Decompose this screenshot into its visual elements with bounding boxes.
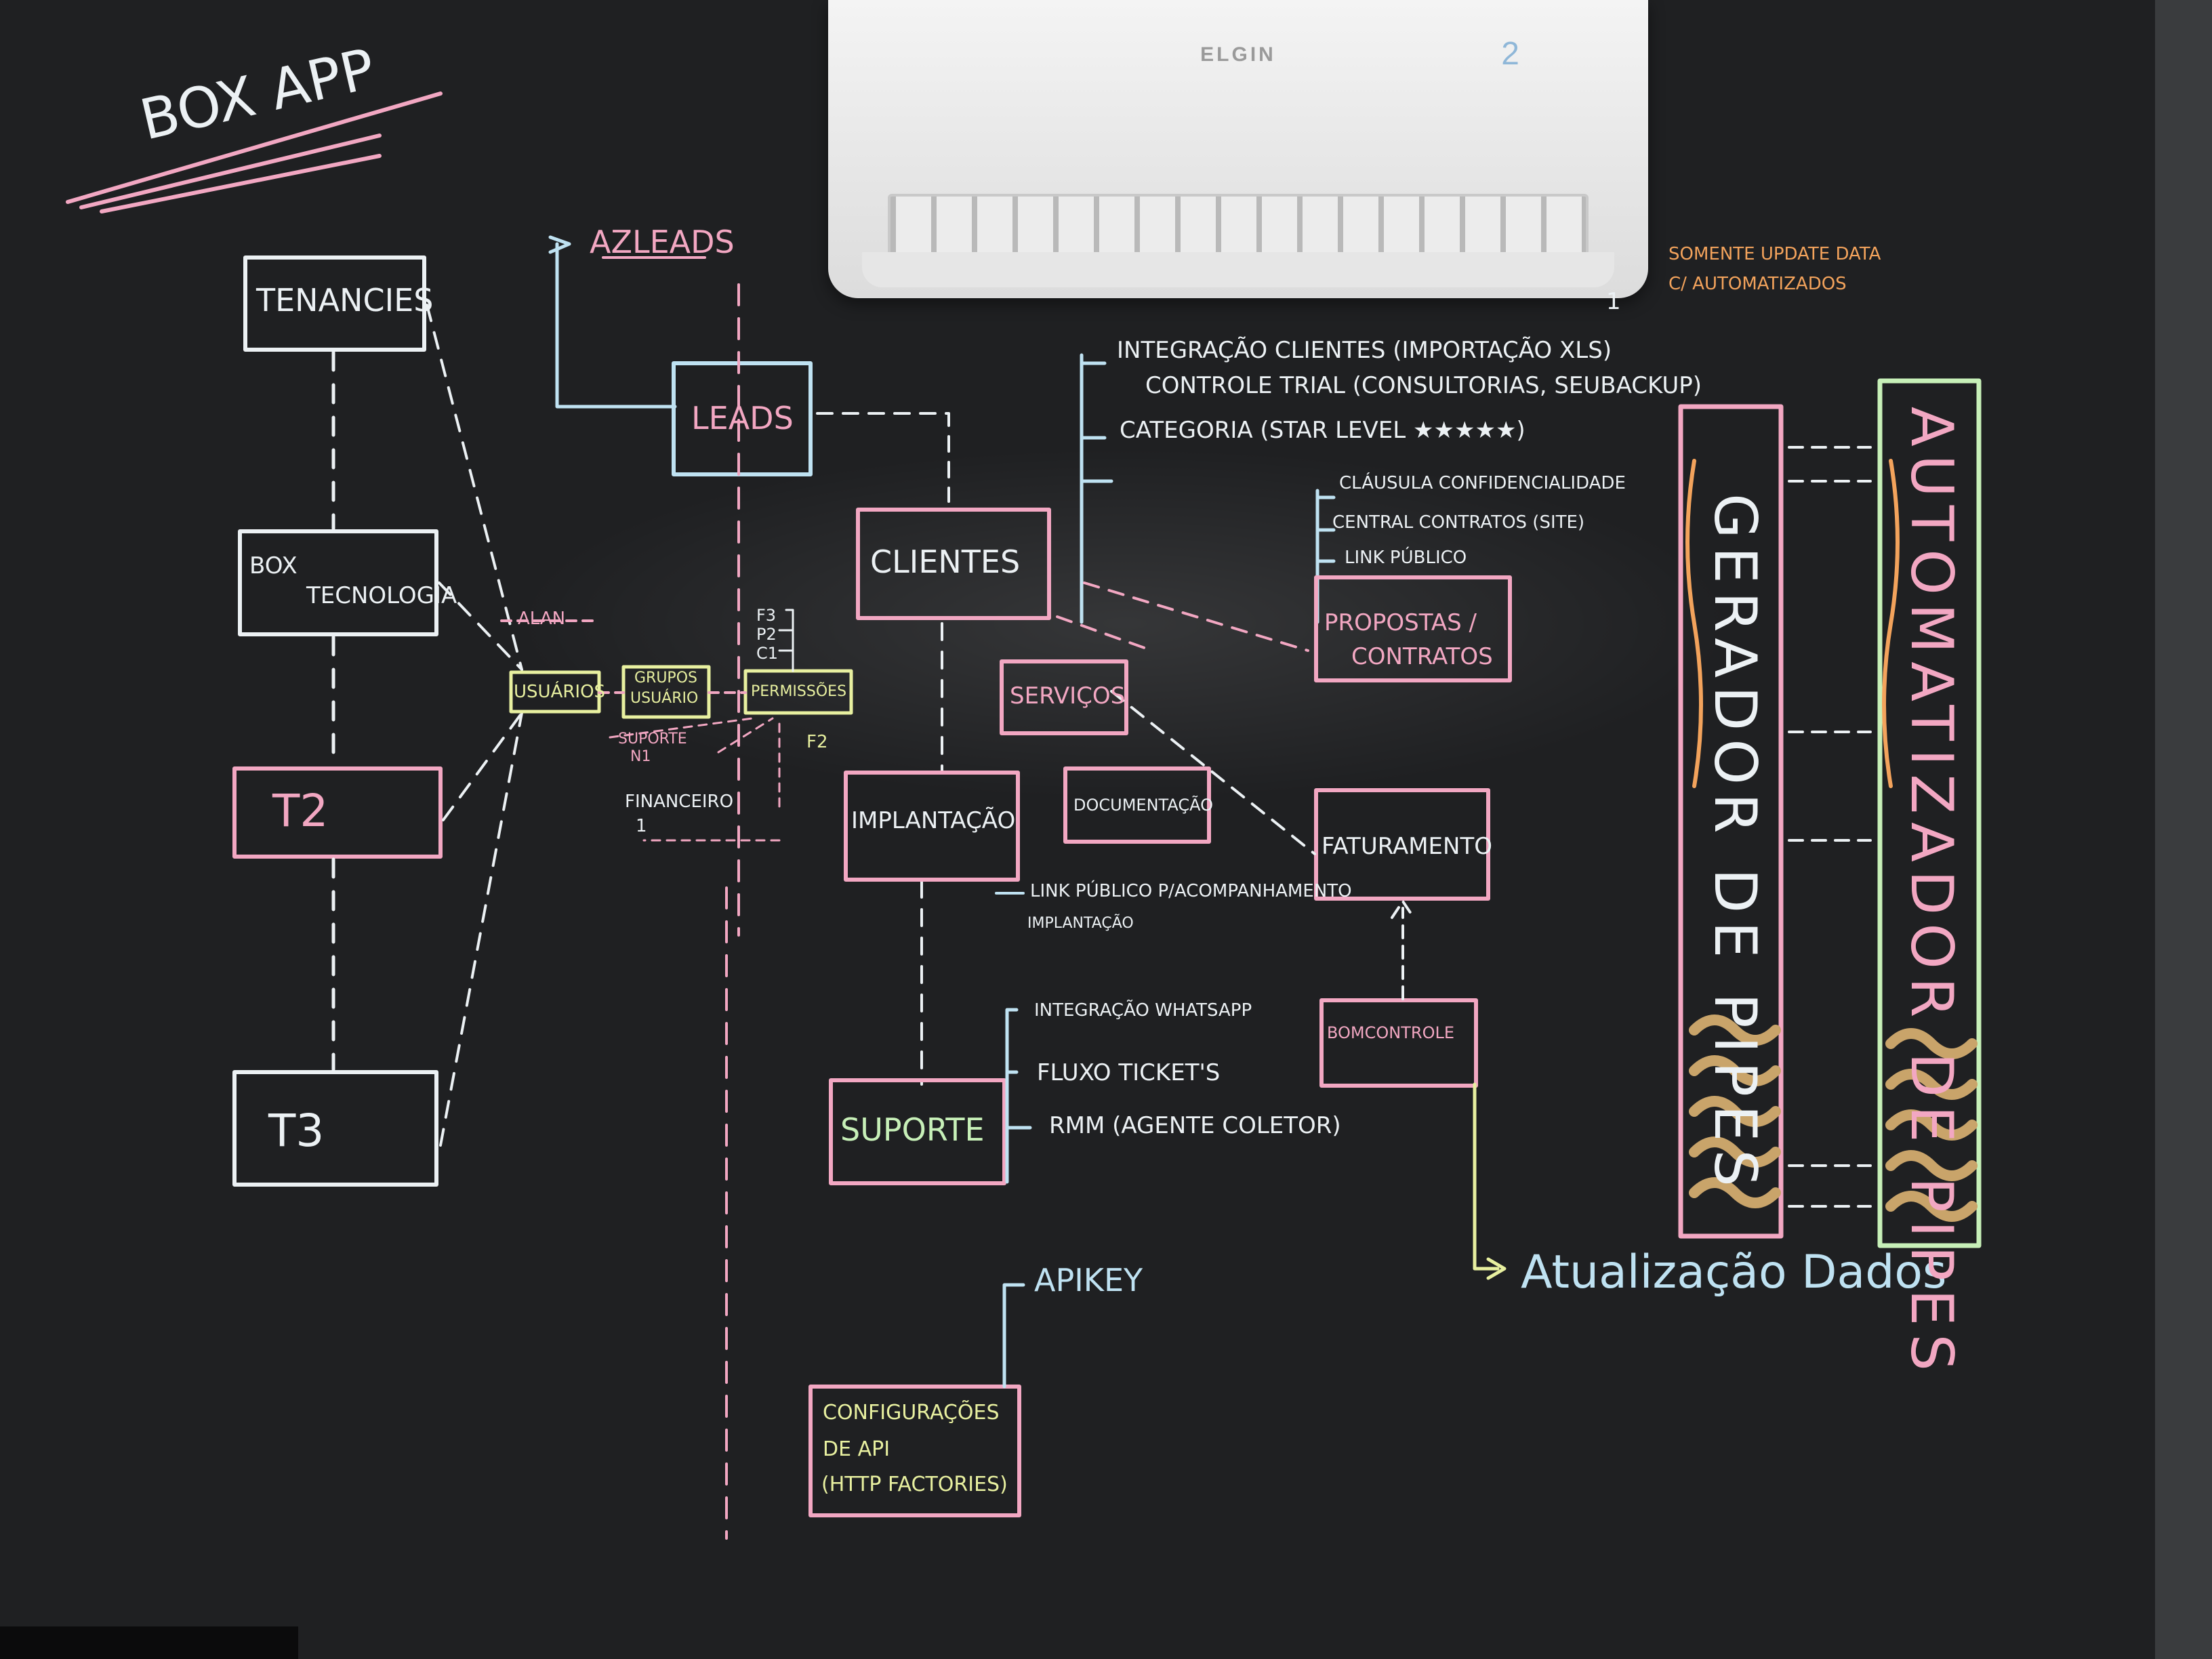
gerador-left-border bbox=[1685, 459, 1703, 788]
faturamento-label: FATURAMENTO bbox=[1322, 833, 1492, 860]
implantacao-link-line1: LINK PÚBLICO P/ACOMPANHAMENTO bbox=[1030, 881, 1352, 901]
leads-label: LEADS bbox=[691, 400, 794, 436]
bomcontrole-label: BOMCONTROLE bbox=[1327, 1023, 1455, 1042]
gerador-column bbox=[1678, 404, 1784, 1239]
fan-links bbox=[426, 304, 523, 1147]
air-conditioner: ELGIN 2 bbox=[828, 0, 1648, 298]
gerador-de-pipes-label: GERADOR DE PIPES bbox=[1701, 493, 1769, 1195]
grupos-line1: GRUPOS bbox=[634, 670, 697, 687]
clientes-propostas-link bbox=[1056, 581, 1309, 652]
integracao-whatsapp: INTEGRAÇÃO WHATSAPP bbox=[1034, 1000, 1252, 1021]
controle-trial: CONTROLE TRIAL (CONSULTORIAS, SEUBACKUP) bbox=[1145, 372, 1702, 399]
automatizador-squiggle bbox=[1885, 1028, 1978, 1222]
implantacao-box bbox=[844, 771, 1020, 882]
grupos-line2: USUÁRIO bbox=[630, 690, 699, 707]
servicos-box bbox=[1000, 659, 1128, 735]
user-links bbox=[500, 619, 747, 694]
level-p2: P2 bbox=[756, 625, 777, 644]
f2-label: F2 bbox=[806, 732, 828, 752]
perm-levels-bracket bbox=[778, 609, 794, 672]
atualizacao-label: Atualização Dados bbox=[1521, 1246, 1947, 1299]
tenancies-label: TENANCIES bbox=[256, 282, 434, 319]
documentacao-label: DOCUMENTAÇÃO bbox=[1073, 796, 1213, 815]
somente-update-line2: C/ AUTOMATIZADOS bbox=[1668, 274, 1847, 294]
faturamento-box bbox=[1314, 788, 1490, 901]
bomcontrole-atualizacao-link bbox=[1473, 1082, 1507, 1280]
propostas-bracket bbox=[1315, 489, 1336, 624]
leads-clientes-link bbox=[816, 412, 950, 503]
t2-box bbox=[232, 766, 443, 859]
usuarios-label: USUÁRIOS bbox=[514, 682, 606, 702]
automatizador-de-pipes-label: AUTOMATIZADOR DE PIPES bbox=[1898, 407, 1965, 1379]
gerador-squiggle bbox=[1689, 1015, 1781, 1208]
propostas-box bbox=[1314, 575, 1512, 682]
vertical-dashed-pink bbox=[725, 283, 740, 1540]
implantacao-label: IMPLANTAÇÃO bbox=[851, 807, 1016, 834]
azleads-arrow bbox=[548, 235, 677, 409]
clientes-box bbox=[856, 508, 1051, 620]
apikey-label: APIKEY bbox=[1034, 1262, 1143, 1298]
categoria: CATEGORIA (STAR LEVEL ★★★★★) bbox=[1120, 417, 1525, 444]
suporte-financeiro-links bbox=[609, 717, 781, 842]
automatizador-border-wave bbox=[1882, 459, 1900, 788]
t2-label: T2 bbox=[272, 785, 329, 837]
automatizador-column bbox=[1877, 378, 1982, 1248]
servicos-faturamento-link bbox=[1110, 690, 1316, 855]
clientes-bracket bbox=[1080, 353, 1113, 624]
suporte-box bbox=[829, 1078, 1006, 1185]
implantacao-link-line2: IMPLANTAÇÃO bbox=[1027, 915, 1134, 932]
level-f3: F3 bbox=[756, 606, 777, 625]
ac-base bbox=[862, 252, 1614, 287]
somente-update-line1: SOMENTE UPDATE DATA bbox=[1668, 244, 1881, 264]
suporte-bracket bbox=[1005, 1008, 1032, 1184]
integracao-clientes: INTEGRAÇÃO CLIENTES (IMPORTAÇÃO XLS) bbox=[1117, 337, 1612, 364]
financeiro-one: 1 bbox=[636, 816, 647, 836]
suporte-label: SUPORTE bbox=[840, 1111, 985, 1148]
clientes-vert-dash bbox=[920, 622, 943, 1086]
bomcontrole-faturamento-arrow bbox=[1391, 900, 1415, 1000]
permissoes-label: PERMISSÕES bbox=[751, 683, 847, 700]
ac-vent bbox=[888, 194, 1589, 258]
floor-object bbox=[0, 1626, 298, 1659]
documentacao-box bbox=[1063, 766, 1211, 844]
leads-box bbox=[672, 361, 813, 476]
central-contratos: CENTRAL CONTRATOS (SITE) bbox=[1332, 512, 1585, 533]
servicos-label: SERVIÇOS bbox=[1010, 682, 1126, 710]
box-tecnologia-box bbox=[238, 529, 438, 636]
bomcontrole-box bbox=[1319, 998, 1478, 1088]
propostas-line1: PROPOSTAS / bbox=[1324, 609, 1477, 636]
tecnologia-label: TECNOLOGIA bbox=[306, 582, 457, 609]
fluxo-tickets: FLUXO TICKET'S bbox=[1037, 1059, 1221, 1086]
box-label: BOX bbox=[249, 552, 298, 579]
t3-label: T3 bbox=[268, 1105, 325, 1157]
rmm-label: RMM (AGENTE COLETOR) bbox=[1049, 1112, 1341, 1139]
api-line2: DE API bbox=[823, 1437, 890, 1461]
light-glare bbox=[515, 447, 1735, 800]
tenancies-box bbox=[243, 255, 426, 352]
ac-display: 2 bbox=[1501, 36, 1519, 72]
clientes-label: CLIENTES bbox=[870, 544, 1021, 580]
t3-box bbox=[232, 1070, 438, 1187]
api-bracket bbox=[1002, 1283, 1025, 1389]
azleads-label: AZLEADS bbox=[590, 224, 735, 260]
ac-brand: ELGIN bbox=[1200, 43, 1276, 66]
suporte-n1-line2: N1 bbox=[630, 748, 651, 765]
api-line3: (HTTP FACTORIES) bbox=[821, 1473, 1008, 1496]
title-underline bbox=[66, 91, 443, 213]
alan-label: ALAN bbox=[518, 609, 566, 629]
level-c1: C1 bbox=[756, 644, 779, 663]
api-box bbox=[808, 1385, 1021, 1517]
suporte-n1-line1: SUPORTE bbox=[618, 731, 687, 747]
clausula: CLÁUSULA CONFIDENCIALIDADE bbox=[1339, 473, 1626, 493]
financeiro-label: FINANCEIRO bbox=[625, 792, 734, 812]
somente-update-marker: 1 bbox=[1606, 288, 1621, 315]
api-line1: CONFIGURAÇÕES bbox=[823, 1401, 1000, 1425]
propostas-line2: CONTRATOS bbox=[1351, 643, 1493, 670]
wall-right bbox=[2155, 0, 2212, 1659]
link-publico: LINK PÚBLICO bbox=[1345, 548, 1467, 568]
